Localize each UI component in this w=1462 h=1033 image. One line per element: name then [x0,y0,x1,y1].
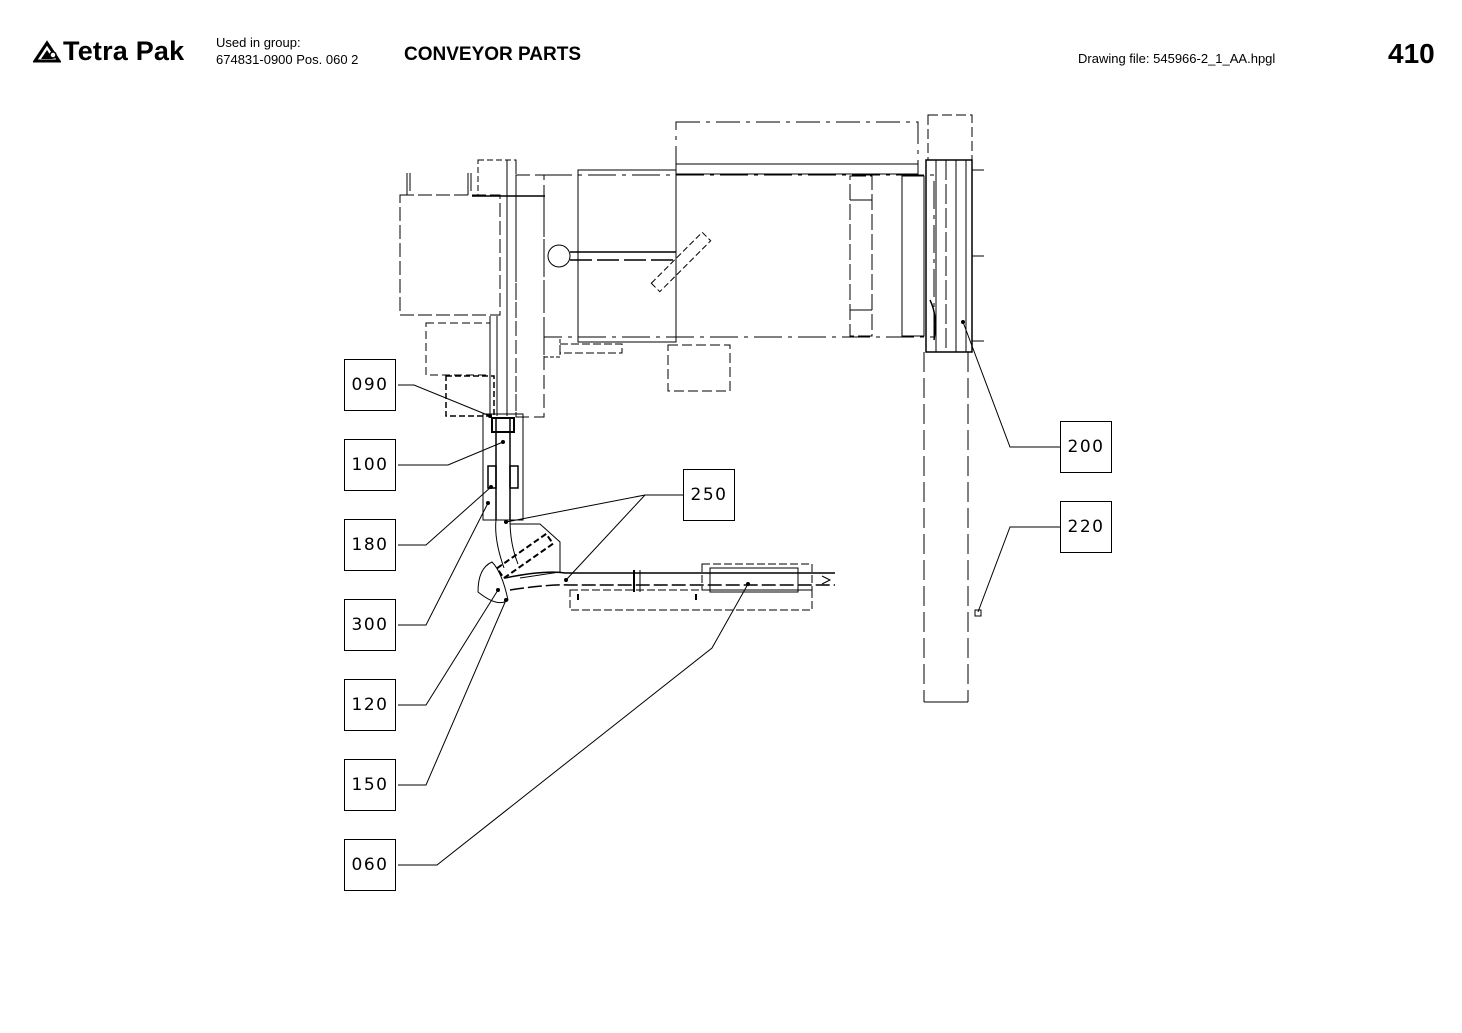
callout-180[interactable]: 180 [344,519,396,571]
page-header: Tetra Pak Used in group: 674831-0900 Pos… [0,0,1462,90]
callout-300[interactable]: 300 [344,599,396,651]
callout-100[interactable]: 100 [344,439,396,491]
center-slide [477,413,561,604]
brand-name: Tetra Pak [63,36,185,66]
page-title: CONVEYOR PARTS [404,44,582,65]
lower-conveyor [504,563,835,611]
callout-220[interactable]: 220 [1060,501,1112,553]
main-frame [515,121,935,418]
callout-150[interactable]: 150 [344,759,396,811]
callout-250[interactable]: 250 [683,469,735,521]
used-in-group-label: Used in group: [216,35,301,50]
leader-dots [486,320,965,602]
callout-120[interactable]: 120 [344,679,396,731]
callout-090[interactable]: 090 [344,359,396,411]
used-in-group: Used in group: 674831-0900 Pos. 060 2 [216,34,358,68]
callout-200[interactable]: 200 [1060,421,1112,473]
page-number: 410 [1388,38,1435,69]
tetra-pak-logo-icon [33,39,61,62]
left-housing [399,159,545,417]
leader-lines [398,321,1060,866]
used-in-group-value: 674831-0900 Pos. 060 2 [216,52,359,67]
right-conveyor [923,114,984,703]
callout-060[interactable]: 060 [344,839,396,891]
drawing-file: Drawing file: 545966-2_1_AA.hpgl [1078,51,1276,66]
tetra-pak-logo: Tetra Pak [33,36,184,67]
